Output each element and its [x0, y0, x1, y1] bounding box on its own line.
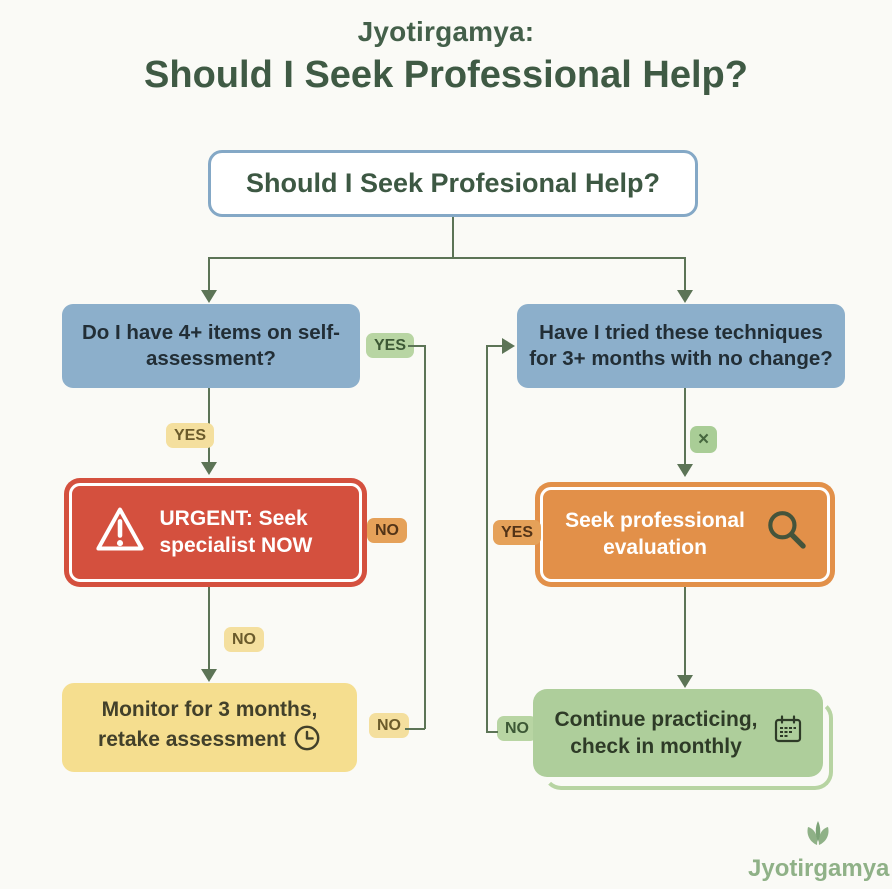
arrowhead-right-down: [677, 675, 693, 688]
no-chip-left-bottom: NO: [369, 713, 409, 739]
root-question-box: Should I Seek Profesional Help?: [208, 150, 698, 217]
continue-box-accent: [543, 700, 833, 790]
calendar-icon: [772, 713, 804, 752]
yes-chip-left-down: YES: [166, 423, 215, 449]
connector-loop-bottom: [487, 731, 498, 733]
connector-mid1-bottom: [405, 728, 425, 730]
evaluation-box: Seek professional evaluation: [535, 482, 835, 587]
magnifier-icon: [764, 508, 810, 561]
x-badge: ×: [690, 426, 717, 453]
root-question-text: Should I Seek Profesional Help?: [245, 168, 661, 198]
urgent-text: URGENT: Seek specialist NOW: [159, 507, 313, 557]
arrowhead-left-drop: [201, 290, 217, 303]
connector-left-no: [208, 587, 210, 669]
no-chip-left-side: NO: [367, 518, 407, 544]
connector-loop-top: [486, 345, 503, 347]
logo: Jyotirgamya: [748, 818, 890, 883]
leaf-icon: [748, 818, 888, 853]
left-question-text: Do I have 4+ items on self-assessment?: [81, 321, 341, 370]
urgent-box: URGENT: Seek specialist NOW: [64, 478, 367, 587]
continue-box: Continue practicing, check in monthly: [533, 689, 823, 777]
connector-root-stem: [452, 217, 454, 258]
connector-loop-vertical: [486, 345, 488, 733]
right-question-text: Have I tried these techniques for 3+ mon…: [529, 321, 833, 370]
arrowhead-loop-into-right-question: [502, 338, 515, 354]
connector-right-x: [684, 388, 686, 464]
yes-chip-left-side: YES: [366, 333, 415, 359]
connector-right-drop: [684, 257, 686, 291]
brand-title: Jyotirgamya:: [357, 16, 535, 47]
page-title: Should I Seek Professional Help?: [144, 54, 748, 96]
no-chip-left-down: NO: [224, 627, 264, 653]
connector-mid1-top: [408, 345, 425, 347]
connector-branch-bar: [209, 257, 686, 259]
clock-icon: [293, 724, 321, 759]
arrowhead-left-yes: [201, 462, 217, 475]
warning-triangle-icon: [94, 505, 146, 560]
monitor-text: Monitor for 3 months, retake assessment: [98, 698, 318, 751]
right-question-box: Have I tried these techniques for 3+ mon…: [517, 304, 845, 388]
logo-text: Jyotirgamya: [748, 855, 890, 882]
left-question-box: Do I have 4+ items on self-assessment?: [62, 304, 360, 388]
connector-right-down: [684, 587, 686, 675]
yes-chip-right-side: YES: [493, 520, 542, 546]
no-chip-loop: NO: [497, 716, 537, 742]
arrowhead-left-no: [201, 669, 217, 682]
connector-left-drop: [208, 257, 210, 291]
connector-mid1-vertical: [424, 345, 426, 729]
continue-text: Continue practicing, check in monthly: [554, 707, 758, 758]
monitor-box: Monitor for 3 months, retake assessment: [62, 683, 357, 772]
arrowhead-right-x: [677, 464, 693, 477]
arrowhead-right-drop: [677, 290, 693, 303]
evaluation-text: Seek professional evaluation: [565, 509, 745, 559]
